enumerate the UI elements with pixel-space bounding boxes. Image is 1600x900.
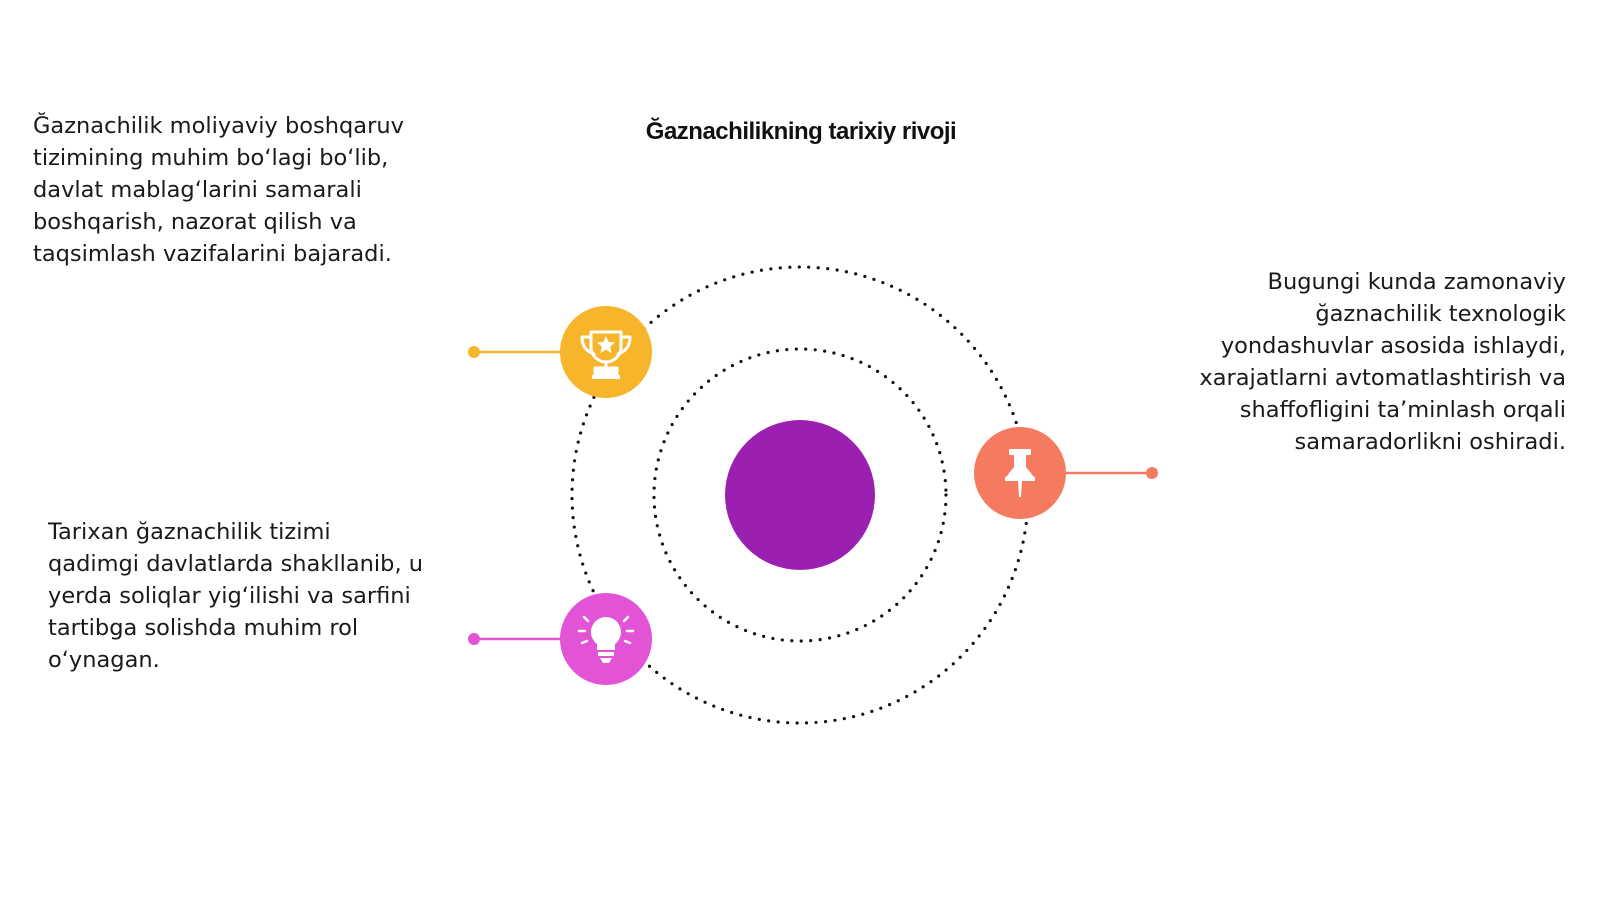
- lightbulb-node: [560, 593, 652, 685]
- inner-orbit: [652, 347, 948, 643]
- text-block-pushpin: Bugungi kunda zamonaviy ğaznachilik texn…: [1199, 269, 1566, 455]
- trophy-icon: [580, 330, 632, 379]
- connector-lightbulb: [468, 633, 562, 645]
- diagram-title: Ğaznachilikning tarixiy rivoji: [645, 118, 957, 145]
- connector-pushpin: [1066, 467, 1158, 479]
- pushpin-node: [974, 427, 1066, 519]
- lightbulb-icon: [577, 615, 635, 663]
- pushpin-icon: [1005, 449, 1035, 497]
- center-circle: [725, 420, 875, 570]
- trophy-node: [560, 306, 652, 398]
- text-block-trophy: Ğaznachilik moliyaviy boshqaruv tizimini…: [33, 113, 404, 267]
- connector-trophy: [468, 346, 562, 358]
- text-block-lightbulb: Tarixan ğaznachilik tizimi qadimgi davla…: [48, 519, 424, 673]
